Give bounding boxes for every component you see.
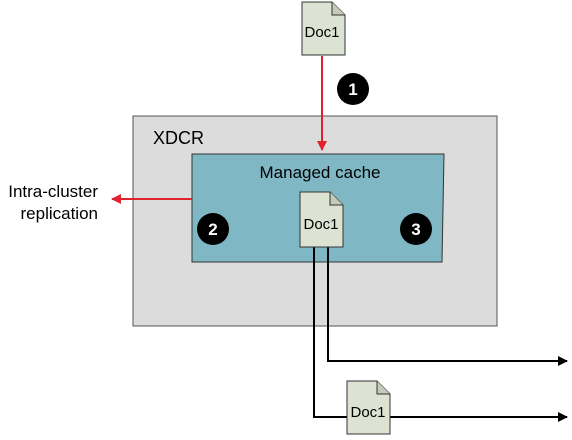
step-badge-2: 2 (197, 213, 229, 245)
step-badge-1: 1 (337, 73, 369, 105)
document-label-bottom: Doc1 (350, 404, 385, 421)
step-number-2: 2 (208, 220, 217, 239)
xdcr-label: XDCR (153, 128, 204, 148)
replication-label-line1: Intra-cluster (8, 182, 98, 201)
document-icon-cache: Doc1 (299, 191, 344, 248)
document-label-top: Doc1 (304, 24, 339, 41)
step-badge-3: 3 (400, 213, 432, 245)
replication-label-line2: replication (21, 204, 99, 223)
managed-cache-label: Managed cache (260, 163, 381, 182)
document-icon-top: Doc1 (301, 1, 346, 56)
document-icon-bottom: Doc1 (346, 380, 391, 435)
output-arrow-upper (327, 245, 568, 366)
step-number-1: 1 (348, 80, 357, 99)
step-number-3: 3 (411, 220, 420, 239)
output-arrow-lower (313, 245, 568, 422)
document-label-cache: Doc1 (303, 216, 338, 233)
